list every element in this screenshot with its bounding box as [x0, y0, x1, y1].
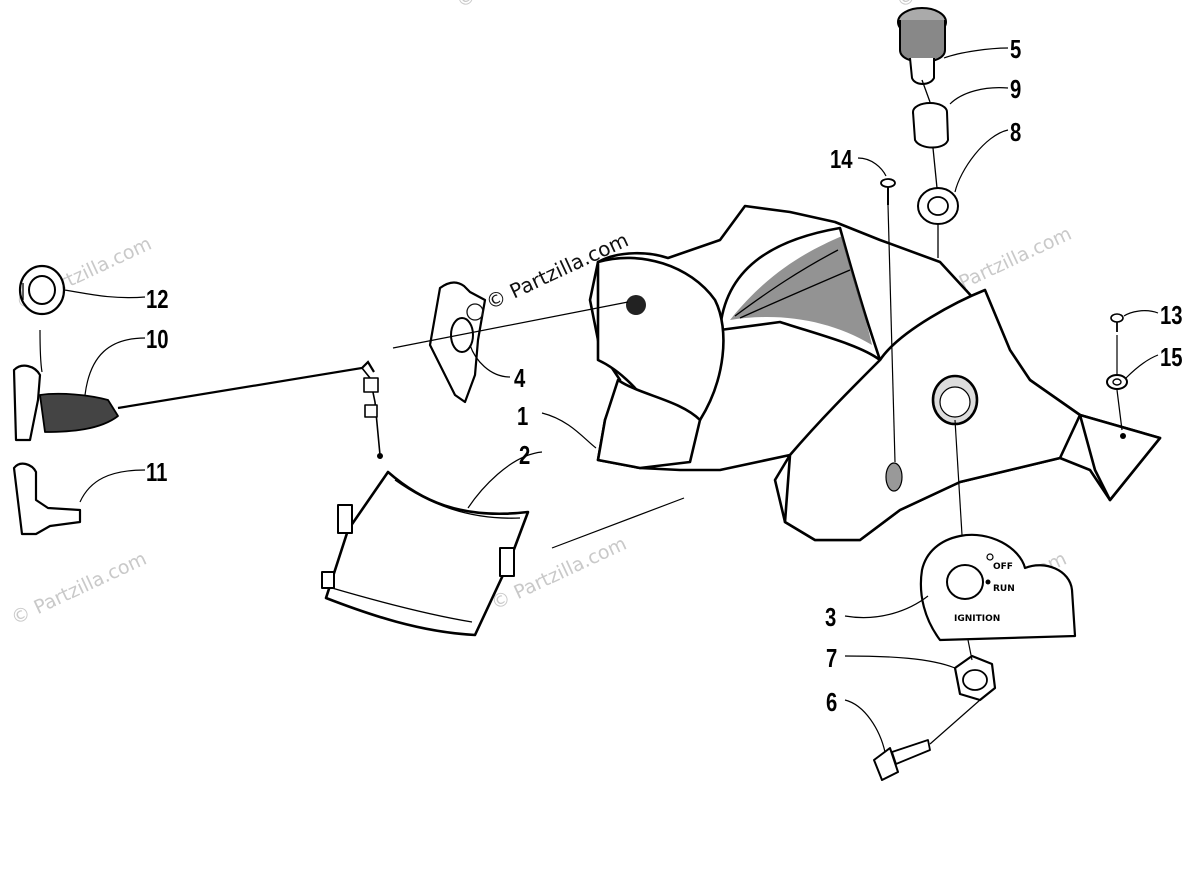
ignition-key	[873, 699, 981, 781]
ignition-nut	[953, 639, 997, 702]
callout-11: 11	[146, 458, 167, 487]
callout-3: 3	[825, 603, 836, 632]
throttle-assembly	[12, 264, 383, 459]
callout-6: 6	[826, 688, 837, 717]
ignition-run-label: RUN	[993, 584, 1015, 594]
guide-line-4	[392, 301, 629, 349]
ignition-label: IGNITION	[954, 614, 1000, 624]
callout-labels: 1 2 3 4 5 6 7 8 9 10 11 12 13 14 15	[146, 35, 1183, 717]
callout-9: 9	[1010, 75, 1021, 104]
watermark: © Partzilla.com	[453, 0, 595, 13]
screw-13	[1106, 313, 1128, 431]
screw-14	[880, 178, 896, 463]
watermark: © Partzilla.com	[8, 548, 150, 630]
leader-lines	[39, 47, 1159, 753]
ignition-off-label: OFF	[993, 562, 1013, 572]
lever	[12, 462, 82, 536]
light-socket-stack	[897, 7, 959, 258]
callout-2: 2	[519, 441, 530, 470]
gasket-plate	[392, 281, 629, 404]
lower-cover	[321, 470, 530, 637]
callout-12: 12	[146, 285, 169, 314]
callout-14: 14	[830, 145, 853, 174]
ignition-plate: OFF RUN IGNITION	[919, 419, 1077, 642]
assembly-guide-line	[551, 497, 685, 549]
callout-13: 13	[1160, 301, 1183, 330]
console-housing	[588, 204, 1162, 542]
callout-4: 4	[514, 364, 525, 393]
callout-7: 7	[826, 644, 837, 673]
callout-15: 15	[1160, 343, 1183, 372]
callout-1: 1	[517, 402, 528, 431]
callout-5: 5	[1010, 35, 1021, 64]
callout-10: 10	[146, 325, 169, 354]
callout-8: 8	[1010, 118, 1021, 147]
